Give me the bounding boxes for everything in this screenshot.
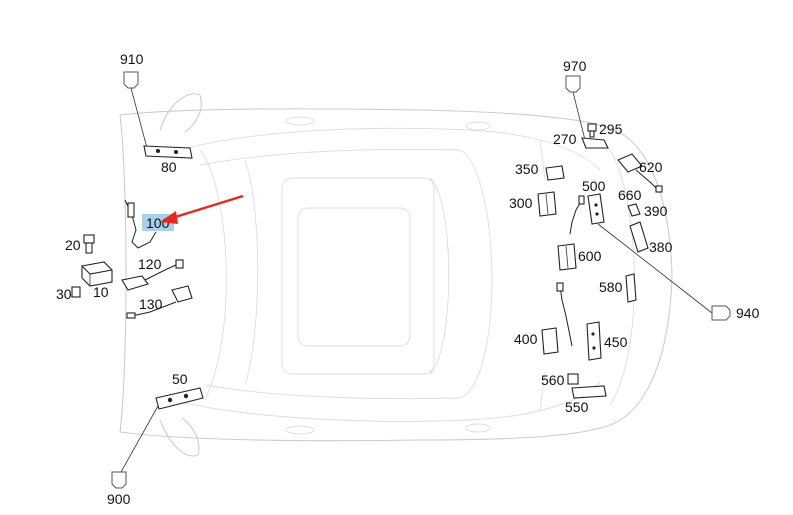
part-450-module[interactable] <box>586 321 602 361</box>
part-80-module[interactable] <box>143 145 193 159</box>
label-20[interactable]: 20 <box>65 237 81 253</box>
label-295[interactable]: 295 <box>599 121 623 137</box>
part-20-bolt[interactable] <box>83 234 95 254</box>
label-120[interactable]: 120 <box>138 256 162 272</box>
part-380-bracket[interactable] <box>629 221 649 253</box>
part-30-nut[interactable] <box>71 286 81 298</box>
label-450[interactable]: 450 <box>604 334 628 350</box>
part-295-screw[interactable] <box>587 123 597 138</box>
part-400-module[interactable] <box>541 282 573 355</box>
label-500[interactable]: 500 <box>582 178 606 194</box>
part-600-unit[interactable] <box>557 243 577 271</box>
connector-970-icon <box>565 75 581 93</box>
label-50[interactable]: 50 <box>172 371 188 387</box>
part-300-unit[interactable] <box>537 191 557 217</box>
part-500-module[interactable] <box>569 193 605 235</box>
label-550[interactable]: 550 <box>565 399 589 415</box>
label-620[interactable]: 620 <box>639 159 663 175</box>
part-550-bracket[interactable] <box>571 385 607 399</box>
label-130[interactable]: 130 <box>139 296 163 312</box>
label-900[interactable]: 900 <box>107 491 131 507</box>
pointer-arrow-icon <box>160 194 244 224</box>
part-350-sensor[interactable] <box>545 165 565 181</box>
label-300[interactable]: 300 <box>509 195 533 211</box>
part-130-cable[interactable] <box>126 285 193 319</box>
label-970[interactable]: 970 <box>563 58 587 74</box>
label-270[interactable]: 270 <box>553 131 577 147</box>
car-outline <box>119 93 673 457</box>
part-560-clip[interactable] <box>567 373 579 385</box>
label-560[interactable]: 560 <box>541 372 565 388</box>
label-660[interactable]: 660 <box>618 187 642 203</box>
part-270-bracket[interactable] <box>581 137 609 149</box>
part-50-module[interactable] <box>155 387 204 410</box>
connector-940-icon <box>711 305 731 321</box>
label-10[interactable]: 10 <box>93 284 109 300</box>
label-940[interactable]: 940 <box>736 305 760 321</box>
part-660-clip[interactable] <box>627 203 641 217</box>
label-100[interactable]: 100 <box>146 215 170 231</box>
label-400[interactable]: 400 <box>514 331 538 347</box>
label-910[interactable]: 910 <box>120 51 144 67</box>
part-580-bracket[interactable] <box>625 273 637 303</box>
label-390[interactable]: 390 <box>644 203 668 219</box>
part-120-module[interactable] <box>121 259 184 291</box>
label-380[interactable]: 380 <box>649 239 673 255</box>
label-80[interactable]: 80 <box>161 159 177 175</box>
part-620-module[interactable] <box>617 153 663 193</box>
part-100-cable[interactable] <box>124 199 157 249</box>
connector-910-icon <box>123 71 139 89</box>
label-600[interactable]: 600 <box>578 248 602 264</box>
label-30[interactable]: 30 <box>56 286 72 302</box>
label-350[interactable]: 350 <box>515 161 539 177</box>
connector-900-icon <box>111 471 127 489</box>
label-580[interactable]: 580 <box>599 279 623 295</box>
part-10-control-unit[interactable] <box>81 261 113 287</box>
